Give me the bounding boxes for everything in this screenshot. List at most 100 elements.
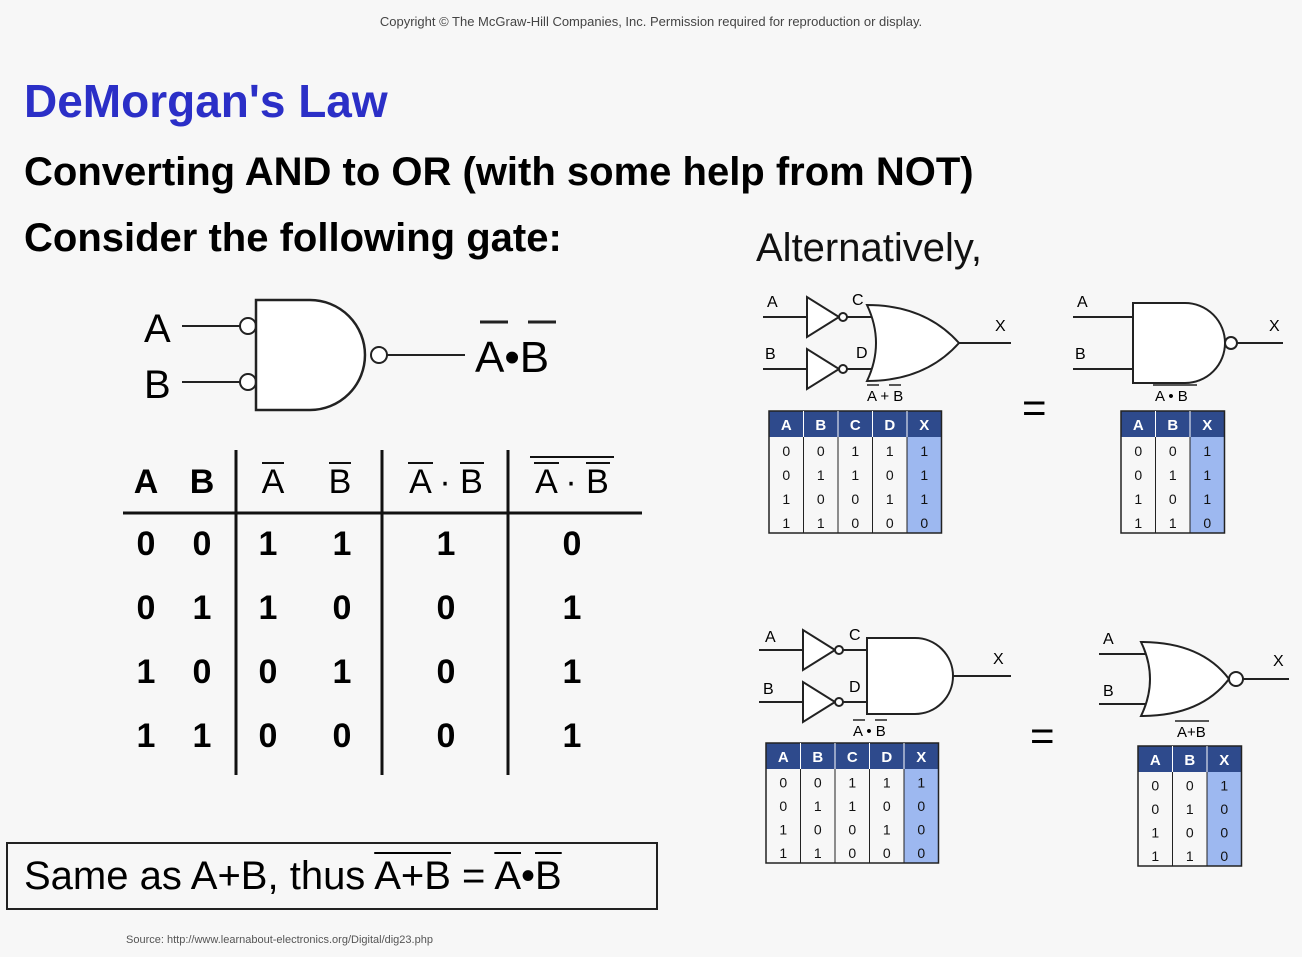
output-column-highlight <box>907 437 942 533</box>
output-column-highlight <box>1190 437 1225 533</box>
table-header-cell: C <box>847 749 858 766</box>
table-cell: 0 <box>848 845 856 861</box>
header-a: A <box>134 463 159 501</box>
table-cell: 1 <box>1151 825 1159 841</box>
table-cell: 0 <box>1169 491 1177 507</box>
table-header-cell: A <box>781 417 792 434</box>
table-cell: 1 <box>1169 515 1177 531</box>
label-d: D <box>849 679 861 696</box>
and-gate-body <box>254 298 367 412</box>
table-cell: 0 <box>814 775 822 791</box>
main-gate-input-b: B <box>144 363 171 407</box>
table-cell: 0 <box>782 467 790 483</box>
label-x: X <box>1269 318 1280 335</box>
table-header-cell: X <box>919 417 929 434</box>
page-title: DeMorgan's Law <box>24 75 388 127</box>
table-header-bg <box>769 411 942 437</box>
output-column-highlight <box>904 769 939 863</box>
table-cell: 0 <box>1186 825 1194 841</box>
table-cell: 0 <box>1134 467 1142 483</box>
main-table-cell: 1 <box>333 653 352 691</box>
or-gate-icon <box>865 303 961 383</box>
table-cell: 1 <box>817 515 825 531</box>
header-not-a-and-not-b: A · B <box>409 463 483 501</box>
label-x: X <box>1273 653 1284 670</box>
label-a: A <box>767 294 778 311</box>
table-cell: 1 <box>920 467 928 483</box>
label-a: A <box>1077 294 1088 311</box>
table-cell: 1 <box>814 845 822 861</box>
equals-sign-bottom: = <box>1030 712 1055 759</box>
alt-bottom-left-diagram: A B C D X A • B <box>759 627 1011 740</box>
table-cell: 1 <box>1186 848 1194 864</box>
main-table-cell: 0 <box>193 653 212 691</box>
table-cell: 1 <box>782 515 790 531</box>
conclusion-eq: = <box>450 854 495 898</box>
header-not-b: B <box>329 463 352 501</box>
and-gate-icon <box>866 637 954 715</box>
main-table-cell: 1 <box>563 653 582 691</box>
conclusion-rhs-a: A <box>494 854 522 898</box>
table-cell: 1 <box>917 775 925 791</box>
table-cell: 0 <box>1169 443 1177 459</box>
table-cell: 1 <box>848 798 856 814</box>
table-header-bg <box>766 743 939 769</box>
table-header-cell: A <box>1150 752 1161 769</box>
table-cell: 1 <box>1151 848 1159 864</box>
table-header-cell: B <box>815 417 826 434</box>
table-cell: 1 <box>851 443 859 459</box>
table-header-cell: B <box>1167 417 1178 434</box>
label-x: X <box>993 651 1004 668</box>
table-cell: 1 <box>1203 467 1211 483</box>
main-table-cell: 0 <box>259 653 278 691</box>
table-cell: 1 <box>886 491 894 507</box>
alt-top-right-diagram: A B X A • B <box>1073 294 1283 405</box>
table-header-cell: D <box>881 749 892 766</box>
table-cell: 1 <box>814 798 822 814</box>
table-border <box>765 742 940 864</box>
table-cell: 0 <box>917 822 925 838</box>
table-cell: 1 <box>1169 467 1177 483</box>
main-table-cell: 0 <box>437 717 456 755</box>
table-header-bg <box>1138 746 1242 772</box>
label-c: C <box>849 627 861 644</box>
table-cell: 0 <box>814 822 822 838</box>
nor-gate-icon <box>1139 640 1231 718</box>
table-cell: 1 <box>886 443 894 459</box>
conclusion-lhs: A+B <box>374 854 451 898</box>
table-cell: 1 <box>883 775 891 791</box>
label-d: D <box>856 345 868 362</box>
table-header-cell: X <box>1219 752 1229 769</box>
label-b: B <box>765 346 776 363</box>
output-bubble <box>370 346 388 364</box>
table-cell: 1 <box>1186 801 1194 817</box>
table-cell: 1 <box>1134 491 1142 507</box>
table-cell: 1 <box>817 467 825 483</box>
main-table-cell: 1 <box>259 589 278 627</box>
table-header-cell: D <box>884 417 895 434</box>
header-nand-inverted: A · B <box>535 463 609 501</box>
inverter-b-icon <box>806 347 841 391</box>
main-table-cell: 1 <box>137 717 156 755</box>
table-border <box>1137 745 1243 867</box>
label-a: A <box>765 629 776 646</box>
table-cell: 1 <box>1203 491 1211 507</box>
label-c: C <box>852 292 864 309</box>
table-cell: 1 <box>920 491 928 507</box>
main-gate-diagram: A B A•B <box>144 298 556 412</box>
table-cell: 0 <box>779 775 787 791</box>
alternatively-label: Alternatively, <box>756 226 983 270</box>
alt-top-left-diagram: A B C D X A + B <box>763 292 1011 405</box>
table-cell: 1 <box>883 822 891 838</box>
inverter-a-icon <box>806 295 841 339</box>
inverter-a-icon <box>802 628 837 672</box>
label-expr: A + B <box>867 388 903 405</box>
table-cell: 0 <box>1186 778 1194 794</box>
main-table-cell: 1 <box>563 589 582 627</box>
table-cell: 0 <box>886 515 894 531</box>
label-expr: A • B <box>853 723 886 740</box>
output-column-highlight <box>1207 772 1242 866</box>
